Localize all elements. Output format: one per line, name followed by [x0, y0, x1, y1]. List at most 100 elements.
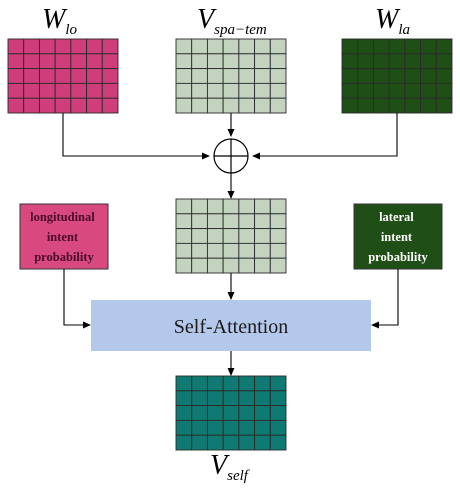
grid-cell	[7, 97, 25, 114]
grid-cell	[372, 38, 390, 55]
grid-cell	[238, 97, 256, 114]
grid-cell	[222, 434, 240, 451]
longitudinal-to-attention-arrow	[63, 269, 91, 329]
grid-cell	[222, 82, 240, 99]
grid-cell	[86, 97, 103, 114]
grid-cell	[70, 38, 88, 55]
lateral-to-attention-arrow	[371, 269, 399, 329]
grid-cell	[404, 82, 422, 99]
grid-cell	[357, 38, 374, 55]
grid-cell	[101, 68, 119, 84]
grid-cell	[38, 38, 56, 55]
grid-cell	[175, 228, 193, 244]
grid-cell	[70, 53, 88, 70]
grid-cell	[175, 257, 193, 274]
grid-cell	[388, 82, 406, 99]
grid-cell	[222, 38, 240, 55]
grid-cell	[206, 375, 224, 392]
v-self-matrix	[175, 375, 287, 451]
grid-cell	[254, 257, 271, 274]
grid-cell	[54, 97, 72, 114]
lateral-line-2: intent	[381, 230, 413, 244]
longitudinal-line-3: probability	[34, 250, 94, 264]
grid-cell	[238, 390, 256, 407]
grid-cell	[269, 257, 287, 274]
grid-cell	[191, 228, 208, 244]
grid-cell	[372, 82, 390, 99]
grid-cell	[254, 213, 271, 230]
grid-cell	[269, 198, 287, 215]
grid-cell	[86, 68, 103, 84]
grid-cell	[38, 97, 56, 114]
grid-cell	[388, 68, 406, 84]
grid-cell	[372, 53, 390, 70]
grid-cell	[254, 405, 271, 421]
grid-cell	[254, 68, 271, 84]
grid-cell	[222, 68, 240, 84]
grid-cell	[372, 68, 390, 84]
grid-cell	[254, 198, 271, 215]
grid-cell	[101, 97, 119, 114]
grid-cell	[175, 68, 193, 84]
grid-cell	[269, 390, 287, 407]
grid-cell	[254, 228, 271, 244]
grid-cell	[388, 38, 406, 55]
grid-cell	[175, 405, 193, 421]
grid-cell	[191, 375, 208, 392]
grid-cell	[206, 434, 224, 451]
grid-cell	[7, 38, 25, 55]
grid-cell	[435, 68, 453, 84]
grid-cell	[38, 68, 56, 84]
grid-cell	[341, 38, 359, 55]
grid-cell	[191, 434, 208, 451]
grid-cell	[7, 68, 25, 84]
grid-cell	[238, 257, 256, 274]
grid-cell	[269, 53, 287, 70]
svg-text:lateral intent pro: lateral intent probability	[368, 210, 428, 264]
grid-cell	[372, 97, 390, 114]
grid-cell	[254, 434, 271, 451]
grid-cell	[222, 198, 240, 215]
grid-cell	[435, 53, 453, 70]
w-lo-to-sum-arrow	[62, 113, 210, 160]
grid-cell	[269, 419, 287, 436]
grid-cell	[175, 38, 193, 55]
grid-cell	[404, 38, 422, 55]
grid-cell	[254, 390, 271, 407]
grid-cell	[238, 375, 256, 392]
grid-cell	[191, 257, 208, 274]
grid-cell	[175, 390, 193, 407]
grid-cell	[357, 68, 374, 84]
w-la-to-sum-arrow	[252, 113, 398, 160]
grid-cell	[222, 405, 240, 421]
grid-cell	[238, 82, 256, 99]
grid-cell	[206, 82, 224, 99]
grid-cell	[191, 213, 208, 230]
grid-cell	[238, 242, 256, 259]
grid-cell	[175, 82, 193, 99]
grid-cell	[191, 242, 208, 259]
grid-cell	[101, 53, 119, 70]
grid-cell	[269, 97, 287, 114]
grid-cell	[191, 390, 208, 407]
grid-cell	[54, 53, 72, 70]
lateral-line-3: probability	[368, 250, 428, 264]
grid-cell	[222, 53, 240, 70]
fused-matrix	[175, 198, 287, 274]
grid-cell	[222, 242, 240, 259]
grid-cell	[101, 82, 119, 99]
grid-cell	[86, 82, 103, 99]
grid-cell	[206, 228, 224, 244]
grid-cell	[175, 419, 193, 436]
grid-cell	[222, 375, 240, 392]
grid-cell	[238, 38, 256, 55]
grid-cell	[222, 213, 240, 230]
grid-cell	[269, 213, 287, 230]
grid-cell	[254, 53, 271, 70]
grid-cell	[269, 228, 287, 244]
grid-cell	[341, 68, 359, 84]
v-spa-tem-matrix	[175, 38, 287, 114]
grid-cell	[175, 375, 193, 392]
grid-cell	[238, 213, 256, 230]
